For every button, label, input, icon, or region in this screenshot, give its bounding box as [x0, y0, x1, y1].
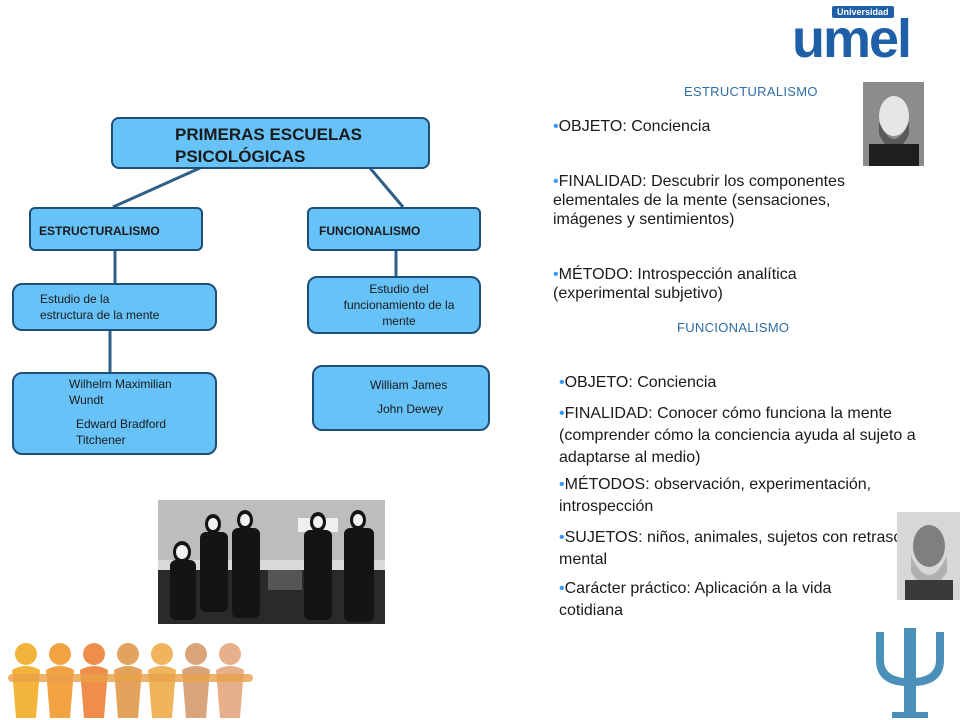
structuralism-label: ESTRUCTURALISMO: [39, 224, 160, 238]
func-item-subjects: •SUJETOS: niños, animales, sujetos con r…: [559, 529, 903, 568]
portrait-icon: [863, 82, 924, 166]
structuralism-study: Estudio de la estructura de la mente: [40, 292, 160, 322]
functionalism-heading: FUNCIONALISMO: [677, 320, 790, 335]
struct-item-method: •MÉTODO: Introspección analítica (experi…: [553, 266, 797, 302]
func-item-methods: •MÉTODOS: observación, experimentación, …: [559, 476, 872, 515]
structuralism-box: ESTRUCTURALISMO: [29, 207, 203, 251]
struct-item-finality: •FINALIDAD: Descubrir los componentes el…: [553, 173, 845, 228]
lab-photo-icon: [158, 500, 385, 624]
university-logo: Universidad umel: [792, 6, 950, 68]
diagram-title: PRIMERAS ESCUELAS PSICOLÓGICAS: [175, 125, 363, 166]
functionalism-authors-box: William James John Dewey: [312, 365, 490, 431]
structuralism-heading: ESTRUCTURALISMO: [684, 84, 818, 99]
author-wundt: Wilhelm Maximilian Wundt: [69, 377, 172, 407]
func-item-finality: •FINALIDAD: Conocer cómo funciona la men…: [559, 405, 916, 466]
struct-item-object: •OBJETO: Conciencia: [553, 118, 711, 135]
author-dewey: John Dewey: [377, 402, 444, 416]
author-james: William James: [370, 378, 448, 392]
logo-big-text: umel: [792, 9, 912, 69]
func-item-practical: •Carácter práctico: Aplicación a la vida…: [559, 580, 832, 619]
diagram-title-box: PRIMERAS ESCUELAS PSICOLÓGICAS: [111, 117, 430, 169]
functionalism-study-box: Estudio del funcionamiento de la mente: [307, 276, 481, 334]
people-chain-icon: [8, 640, 253, 718]
func-item-object: •OBJETO: Conciencia: [559, 374, 717, 391]
structuralism-study-box: Estudio de la estructura de la mente: [12, 283, 217, 331]
author-titchener: Edward Bradford Titchener: [76, 417, 167, 447]
portrait-icon: [897, 512, 960, 600]
functionalism-box: FUNCIONALISMO: [307, 207, 481, 251]
psi-icon: [866, 626, 954, 718]
functionalism-study: Estudio del funcionamiento de la mente: [343, 282, 455, 328]
functionalism-label: FUNCIONALISMO: [319, 224, 421, 238]
structuralism-authors-box: Wilhelm Maximilian Wundt Edward Bradford…: [12, 372, 217, 455]
logo-small-text: Universidad: [832, 6, 894, 18]
